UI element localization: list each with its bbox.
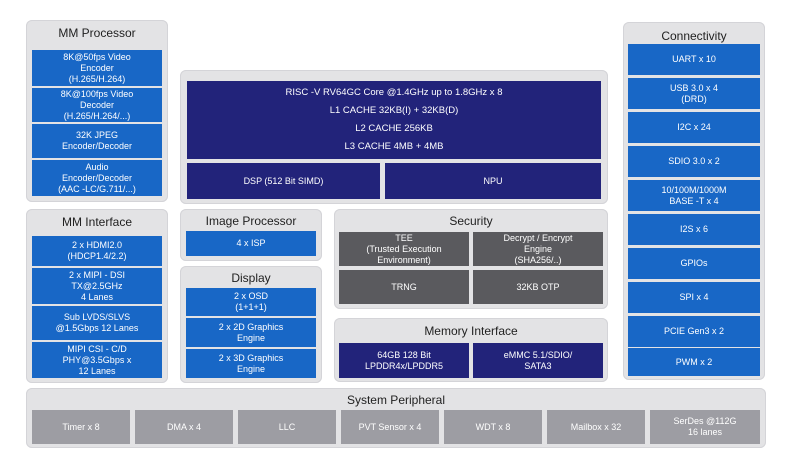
- crypto-engine-block: Decrypt / Encrypt Engine (SHA256/..): [473, 232, 603, 266]
- otp-block: 32KB OTP: [473, 270, 603, 304]
- l2-cache-line: L2 CACHE 256KB: [355, 123, 433, 134]
- emmc-block: eMMC 5.1/SDIO/ SATA3: [473, 343, 603, 378]
- mailbox-block: Mailbox x 32: [547, 410, 645, 444]
- mipi-csi-block: MIPI CSI - C/D PHY@3.5Gbps x 12 Lanes: [32, 342, 162, 378]
- serdes-block: SerDes @112G 16 lanes: [650, 410, 760, 444]
- lpddr-block: 64GB 128 Bit LPDDR4x/LPDDR5: [339, 343, 469, 378]
- graphics-2d-block: 2 x 2D Graphics Engine: [186, 318, 316, 347]
- hdmi-block: 2 x HDMI2.0 (HDCP1.4/2.2): [32, 236, 162, 266]
- pcie-block: PCIE Gen3 x 2: [628, 316, 760, 347]
- gpio-block: GPIOs: [628, 248, 760, 279]
- jpeg-codec-block: 32K JPEG Encoder/Decoder: [32, 124, 162, 158]
- npu-block: NPU: [385, 163, 601, 199]
- mm-processor-title: MM Processor: [58, 26, 136, 40]
- cpu-core-block: [187, 81, 601, 159]
- uart-block: UART x 10: [628, 44, 760, 75]
- connectivity-title: Connectivity: [661, 29, 727, 43]
- timer-block: Timer x 8: [32, 410, 130, 444]
- usb-block: USB 3.0 x 4 (DRD): [628, 78, 760, 109]
- isp-block: 4 x ISP: [186, 231, 316, 256]
- display-title: Display: [231, 271, 271, 285]
- video-encoder-block: 8K@50fps Video Encoder (H.265/H.264): [32, 50, 162, 86]
- video-decoder-block: 8K@100fps Video Decoder (H.265/H.264/...…: [32, 88, 162, 122]
- image-processor-title: Image Processor: [205, 214, 297, 228]
- pvt-sensor-block: PVT Sensor x 4: [341, 410, 439, 444]
- cpu-core-text: RISC -V RV64GC Core @1.4GHz up to 1.8GHz…: [187, 81, 601, 159]
- l1-cache-line: L1 CACHE 32KB(I) + 32KB(D): [329, 105, 459, 116]
- ethernet-block: 10/100M/1000M BASE -T x 4: [628, 180, 760, 211]
- osd-block: 2 x OSD (1+1+1): [186, 288, 316, 316]
- dma-block: DMA x 4: [135, 410, 233, 444]
- memory-interface-title: Memory Interface: [424, 324, 518, 338]
- sdio-block: SDIO 3.0 x 2: [628, 146, 760, 177]
- trng-block: TRNG: [339, 270, 469, 304]
- lvds-block: Sub LVDS/SLVS @1.5Gbps 12 Lanes: [32, 306, 162, 340]
- cpu-core-line: RISC -V RV64GC Core @1.4GHz up to 1.8GHz…: [285, 87, 503, 98]
- tee-block: TEE (Trusted Execution Environment): [339, 232, 469, 266]
- llc-block: LLC: [238, 410, 336, 444]
- mipi-dsi-block: 2 x MIPI - DSI TX@2.5GHz 4 Lanes: [32, 268, 162, 304]
- security-title: Security: [449, 214, 493, 228]
- audio-codec-block: Audio Encoder/Decoder (AAC -LC/G.711/...…: [32, 160, 162, 196]
- i2s-block: I2S x 6: [628, 214, 760, 245]
- graphics-3d-block: 2 x 3D Graphics Engine: [186, 349, 316, 378]
- pwm-block: PWM x 2: [628, 348, 760, 376]
- dsp-block: DSP (512 Bit SIMD): [187, 163, 380, 199]
- system-peripheral-title: System Peripheral: [346, 393, 446, 407]
- l3-cache-line: L3 CACHE 4MB + 4MB: [344, 141, 444, 152]
- spi-block: SPI x 4: [628, 282, 760, 313]
- mm-interface-title: MM Interface: [61, 215, 133, 229]
- i2c-block: I2C x 24: [628, 112, 760, 143]
- wdt-block: WDT x 8: [444, 410, 542, 444]
